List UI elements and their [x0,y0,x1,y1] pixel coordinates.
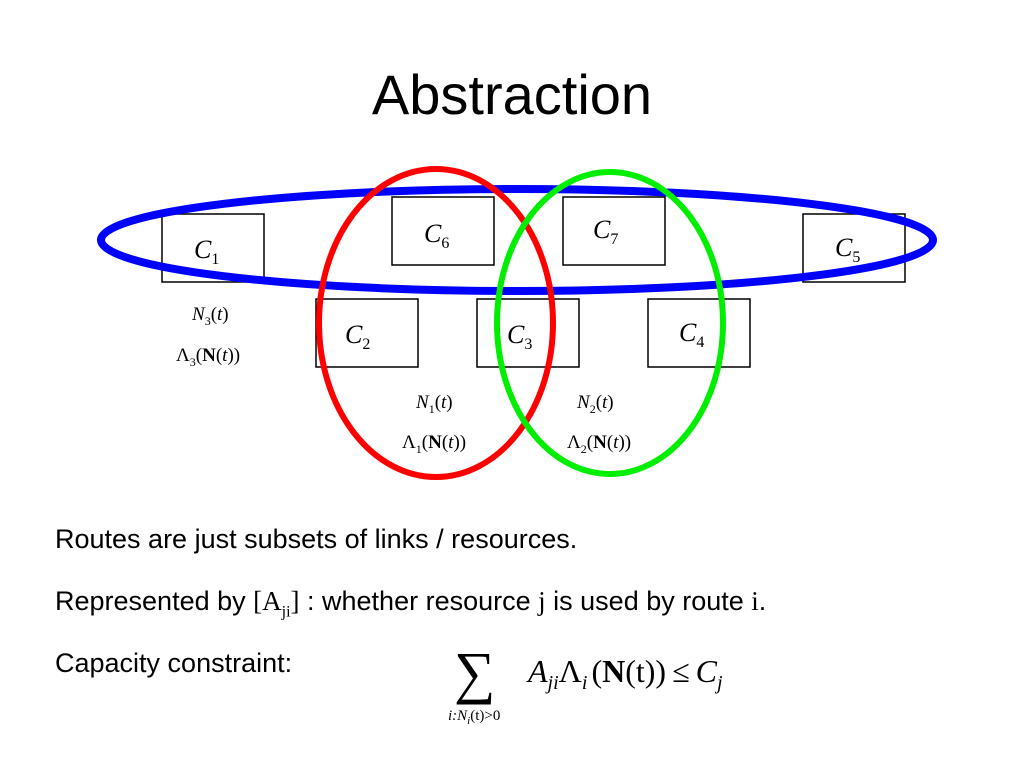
resource-label-c1: C1 [194,235,219,268]
resource-label-c3: C3 [507,320,532,353]
route-3-count: N3(t) [191,304,229,328]
resource-label-c4: C4 [679,318,704,351]
resource-box-c3 [476,298,580,368]
represented-prefix: Represented by [55,586,254,616]
bullet-routes-subsets: Routes are just subsets of links / resou… [55,524,578,554]
route-2-count: N2(t) [576,392,614,416]
route-1-rate: Λ1(N(t)) [402,432,466,456]
route-index-i: i [751,586,759,616]
capacity-constraint-formula: ∑ i:Ni(t)>0 AjiΛi(N(t))≤Cj [448,640,723,726]
resource-label-c2: C2 [345,320,370,353]
route-ellipse-green [494,169,726,477]
matrix-symbol: [Aji] [253,586,300,621]
represented-after-j: is used by route [545,586,752,616]
resource-box-c6 [391,196,495,266]
represented-end: . [758,586,767,616]
sum-subscript: i:Ni(t)>0 [448,708,500,726]
formula-body: AjiΛi(N(t))≤Cj [526,653,723,694]
represented-middle: : whether resource [299,586,539,616]
resource-label-c6: C6 [424,219,449,252]
bullet-capacity-constraint: Capacity constraint: [55,648,293,678]
resource-box-c4 [647,298,751,368]
resource-label-c7: C7 [593,215,618,248]
resource-box-c2 [315,298,419,368]
resource-box-c7 [562,196,666,266]
slide-title: Abstraction [371,63,653,126]
route-2-rate: Λ2(N(t)) [567,432,631,456]
sum-symbol: ∑ [454,640,495,705]
resource-label-c5: C5 [835,233,860,266]
route-3-rate: Λ3(N(t)) [176,345,240,369]
resource-boxes [161,196,906,368]
resource-index-j: j [538,586,546,616]
route-1-count: N1(t) [415,392,453,416]
route-ellipse-blue [97,185,937,295]
bullet-represented-by: Represented by [Aji] : whether resource … [55,586,766,621]
route-ellipse-red [316,166,556,480]
